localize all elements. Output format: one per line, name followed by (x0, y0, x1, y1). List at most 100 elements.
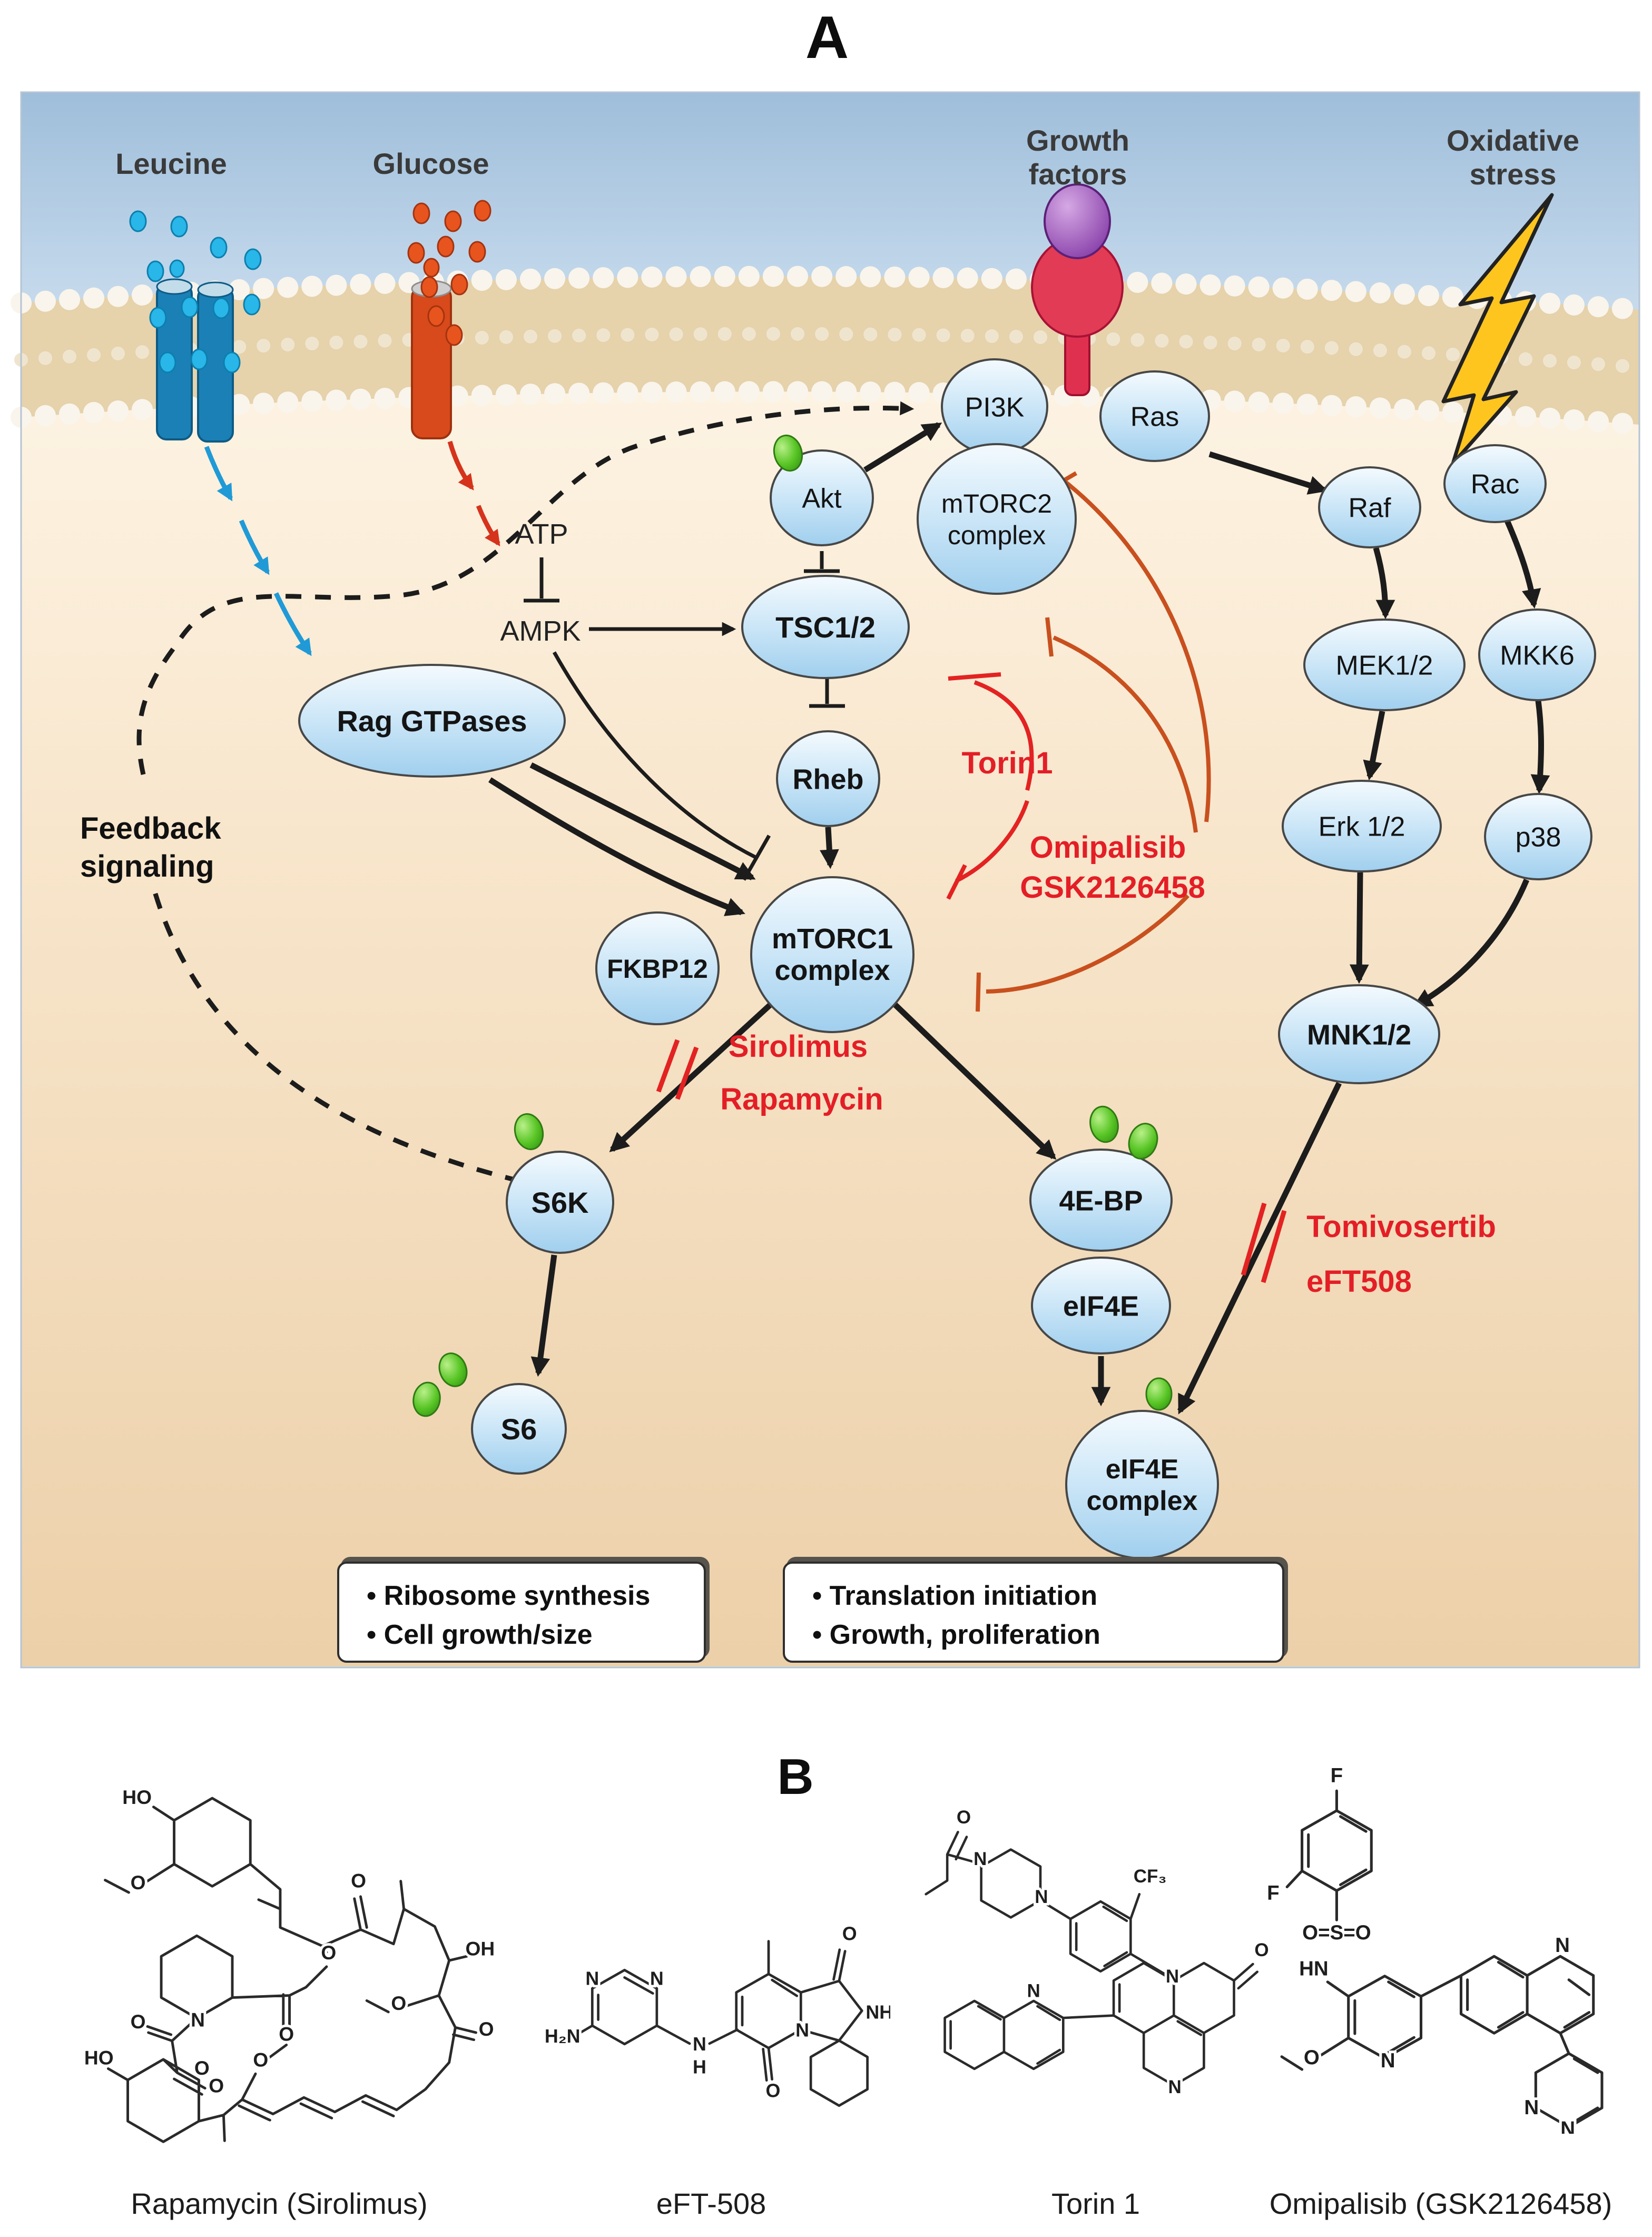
atom-label: O (391, 1992, 406, 2014)
outcome-box-translation: • Translation initiation • Growth, prolif… (783, 1562, 1284, 1663)
label-gsk2126458: GSK2126458 (1020, 870, 1205, 905)
node-mek12: MEK1/2 (1303, 619, 1466, 711)
atom-label: N (1381, 2049, 1395, 2072)
atom-label: N (974, 1849, 987, 1869)
atom-label: O (842, 1924, 857, 1945)
atom-label: N (1524, 2096, 1539, 2119)
node-label-erk12: Erk 1/2 (1319, 812, 1405, 842)
label-eft508: eFT508 (1306, 1264, 1412, 1299)
growth-factor-receptor (1031, 183, 1124, 396)
label-sirolimus: Sirolimus (729, 1029, 868, 1064)
label-rapamycin: Rapamycin (720, 1082, 883, 1116)
feedback-loop (136, 401, 914, 1184)
label-oxidative-stress-2: stress (1469, 158, 1556, 191)
node-pi3k: PI3K (941, 358, 1048, 455)
node-label-raf: Raf (1349, 493, 1391, 524)
node-label-s6: S6 (501, 1412, 537, 1446)
label-tomivosertib: Tomivosertib (1306, 1210, 1496, 1244)
node-mnk12: MNK1/2 (1278, 984, 1440, 1084)
label-feedback-2: signaling (80, 849, 214, 884)
node-s6k: S6K (506, 1151, 614, 1254)
outcome-line: • Ribosome synthesis (367, 1581, 651, 1611)
node-rag-gtpases: Rag GTPases (298, 664, 566, 778)
atom-label: O (253, 2049, 268, 2071)
atom-label: N (795, 2020, 809, 2041)
caption-eft508: eFT-508 (656, 2187, 766, 2220)
label-atp: ATP (515, 518, 568, 550)
sirolimus-block-slashes (656, 1039, 699, 1100)
node-rac: Rac (1443, 444, 1547, 523)
atom-label: H₂N (545, 2026, 581, 2047)
label-feedback-1: Feedback (80, 811, 221, 846)
label-growth-factors-1: Growth (1026, 124, 1129, 157)
node-tsc12: TSC1/2 (741, 575, 910, 679)
atom-label: N (191, 2008, 205, 2030)
node-label-eif4e: eIF4E (1063, 1290, 1139, 1322)
outcome-line: • Cell growth/size (367, 1620, 593, 1650)
node-mkk6: MKK6 (1478, 609, 1596, 701)
caption-omipalisib: Omipalisib (GSK2126458) (1269, 2187, 1612, 2220)
atom-label: N (1166, 1966, 1179, 1987)
label-glucose: Glucose (373, 147, 489, 180)
panel-a-border (20, 91, 1640, 1669)
label-omipalisib: Omipalisib (1030, 830, 1186, 865)
pathway-connectors (136, 401, 1550, 1415)
node-akt: Akt (770, 449, 874, 546)
node-label-rac: Rac (1471, 469, 1519, 500)
atom-label: H (693, 2056, 706, 2077)
node-raf: Raf (1318, 466, 1421, 548)
outcome-line: • Translation initiation (812, 1581, 1098, 1611)
caption-rapamycin: Rapamycin (Sirolimus) (131, 2187, 428, 2220)
atom-label: HO (122, 1786, 152, 1808)
atom-label: O (279, 2023, 294, 2045)
node-p38: p38 (1484, 793, 1592, 880)
atom-label: N (693, 2034, 706, 2055)
outcome-box-ribosome: • Ribosome synthesis • Cell growth/size (337, 1562, 706, 1663)
panel-b-label: B (777, 1749, 814, 1805)
node-label-tsc12: TSC1/2 (775, 611, 876, 644)
atom-label: O (321, 1941, 336, 1964)
node-eif4e: eIF4E (1031, 1257, 1171, 1355)
atom-label: OH (465, 1937, 495, 1959)
outcome-line: • Growth, proliferation (812, 1620, 1100, 1650)
phospho-dots (412, 434, 1173, 1417)
glucose-molecules (407, 200, 491, 346)
tomivosertib-block-slashes (1241, 1202, 1287, 1283)
atom-label: O (131, 1871, 146, 1893)
node-label-ras: Ras (1130, 402, 1179, 433)
atom-label: O (1254, 1940, 1268, 1960)
atom-label: NH (866, 2002, 890, 2023)
torin1-inhibition (946, 672, 1034, 900)
atom-label: F (1267, 1882, 1280, 1905)
leucine-molecules (129, 210, 262, 374)
node-label-rheb: Rheb (793, 763, 864, 795)
node-label-mek12: MEK1/2 (1336, 651, 1433, 681)
caption-torin1: Torin 1 (1051, 2187, 1140, 2220)
node-label-akt: Akt (802, 484, 842, 514)
node-label-s6k: S6K (532, 1186, 589, 1219)
node-label-rag-gtpases: Rag GTPases (337, 704, 527, 738)
node-s6: S6 (471, 1383, 567, 1475)
node-rheb: Rheb (776, 730, 880, 827)
atom-label: O (194, 2057, 210, 2079)
node-label-mnk12: MNK1/2 (1307, 1019, 1411, 1051)
atom-label: O (479, 2018, 494, 2040)
node-4ebp: 4E-BP (1029, 1149, 1173, 1252)
node-label-4ebp: 4E-BP (1059, 1185, 1143, 1216)
atom-label: N (650, 1968, 664, 1989)
atom-label: N (1168, 2077, 1181, 2097)
label-oxidative-stress-1: Oxidative (1447, 124, 1579, 157)
atom-label: O (957, 1807, 971, 1828)
atom-label: O (131, 2010, 146, 2033)
atom-label: O (209, 2074, 224, 2096)
